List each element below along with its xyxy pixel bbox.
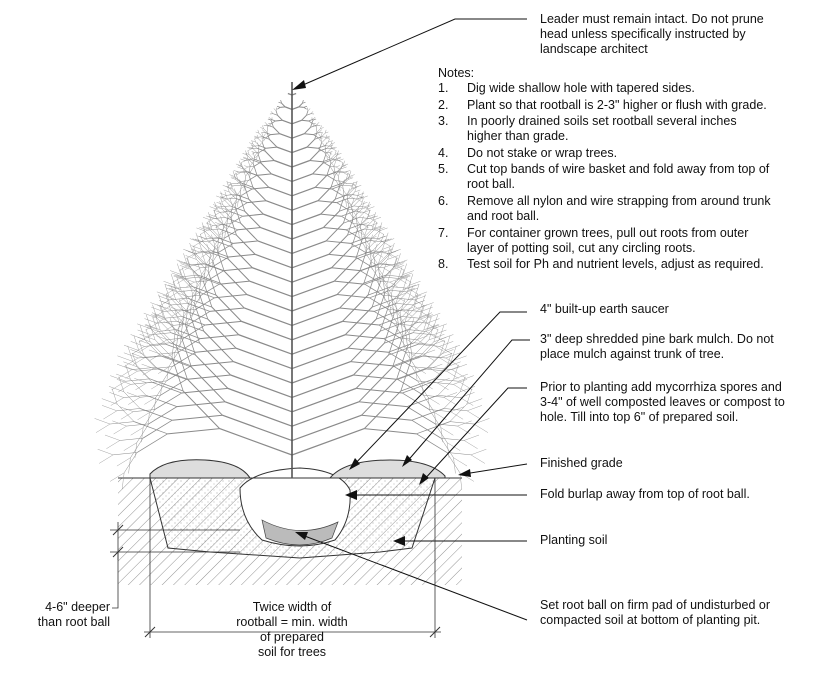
note-item: layer of potting soil, cut any circling … (438, 241, 696, 256)
callout-mycorrhiza: Prior to planting add mycorrhiza spores … (540, 380, 785, 425)
callout-line: Prior to planting add mycorrhiza spores … (540, 380, 782, 394)
note-text: Dig wide shallow hole with tapered sides… (467, 81, 695, 95)
callout-line: hole. Till into top 6" of prepared soil. (540, 410, 739, 424)
callout-line: compacted soil at bottom of planting pit… (540, 613, 761, 627)
note-number: 2. (438, 97, 449, 112)
note-text: and root ball. (467, 209, 540, 223)
note-text: For container grown trees, pull out root… (467, 225, 749, 240)
note-text: Do not stake or wrap trees. (467, 145, 618, 160)
note-number: 8. (438, 257, 449, 272)
note-item: 6. Remove all nylon and wire strapping fr… (438, 194, 771, 209)
earth-saucer-left (149, 459, 251, 479)
callout-burlap-arrow (345, 490, 527, 500)
callout-planting-soil-arrow (393, 536, 527, 546)
callout-line: Planting soil (540, 533, 608, 547)
width-label-line: soil for trees (257, 645, 327, 659)
callout-finished-grade: Finished grade (540, 456, 623, 471)
note-number: 6. (438, 194, 449, 208)
callout-line: 3" deep shredded pine bark mulch. Do not (540, 332, 774, 346)
note-number: 7. (438, 225, 449, 240)
width-label: Twice width of rootball = min. width of … (212, 600, 372, 660)
callout-planting-soil: Planting soil (540, 533, 607, 548)
note-text: layer of potting soil, cut any circling … (467, 240, 696, 255)
leader-arrow (292, 18, 527, 90)
callout-line: Finished grade (540, 456, 623, 470)
callout-line: Fold burlap away from top of root ball. (540, 487, 750, 501)
note-text: Remove all nylon and wire strapping from… (467, 194, 771, 208)
leader-note-line: Leader must remain intact. Do not prune (540, 12, 764, 26)
width-label-line: rootball = min. width (236, 615, 348, 629)
depth-label-line: than root ball (37, 615, 110, 629)
depth-dimension (110, 522, 240, 609)
tree-foliage (94, 92, 490, 490)
width-label-line: of prepared (260, 630, 324, 644)
note-text: root ball. (467, 177, 515, 192)
note-text: Plant so that rootball is 2-3" higher or… (467, 97, 767, 112)
callout-pad-arrow (295, 532, 528, 621)
depth-label: 4-6" deeper than root ball (10, 600, 110, 630)
note-text: In poorly drained soils set rootball sev… (467, 114, 737, 129)
note-number: 5. (438, 162, 449, 177)
callout-mulch-arrow (402, 339, 530, 467)
note-item: 5. Cut top bands of wire basket and fold … (438, 162, 769, 177)
note-item: root ball. (438, 177, 515, 192)
leader-note-line: landscape architect (540, 42, 648, 56)
width-label-line: Twice width of (252, 600, 332, 614)
note-item: higher than grade. (438, 129, 568, 144)
note-item: 1. Dig wide shallow hole with tapered sid… (438, 81, 695, 96)
callout-saucer-arrow (349, 311, 527, 470)
callout-mycorrhiza-arrow (419, 387, 527, 485)
callout-burlap: Fold burlap away from top of root ball. (540, 487, 750, 502)
width-dimension (144, 478, 441, 638)
note-text: Test soil for Ph and nutrient levels, ad… (467, 257, 764, 272)
note-item: 2. Plant so that rootball is 2-3" higher … (438, 98, 767, 113)
callout-root-ball-pad: Set root ball on firm pad of undisturbed… (540, 598, 770, 628)
callout-saucer: 4" built-up earth saucer (540, 302, 669, 317)
notes-heading: Notes: (438, 66, 475, 80)
note-number: 3. (438, 114, 449, 129)
note-text: Cut top bands of wire basket and fold aw… (467, 162, 770, 177)
note-item: 7. For container grown trees, pull out ro… (438, 226, 748, 241)
callout-line: 3-4" of well composted leaves or compost… (540, 395, 785, 409)
note-item: 8. Test soil for Ph and nutrient levels, … (438, 257, 764, 272)
leader-note: Leader must remain intact. Do not prune … (540, 12, 764, 57)
note-item: 4. Do not stake or wrap trees. (438, 146, 617, 161)
callout-line: 4" built-up earth saucer (540, 302, 669, 316)
callout-grade-arrow (458, 463, 528, 477)
note-number: 1. (438, 81, 449, 95)
note-number: 4. (438, 145, 449, 160)
leader-note-line: head unless specifically instructed by (540, 27, 746, 41)
note-item: and root ball. (438, 209, 539, 224)
depth-label-line: 4-6" deeper (45, 600, 110, 614)
callout-line: place mulch against trunk of tree. (540, 347, 725, 361)
note-item: 3. In poorly drained soils set rootball s… (438, 114, 737, 129)
note-text: higher than grade. (467, 129, 569, 144)
callout-line: Set root ball on firm pad of undisturbed… (540, 598, 770, 612)
callout-mulch: 3" deep shredded pine bark mulch. Do not… (540, 332, 774, 362)
